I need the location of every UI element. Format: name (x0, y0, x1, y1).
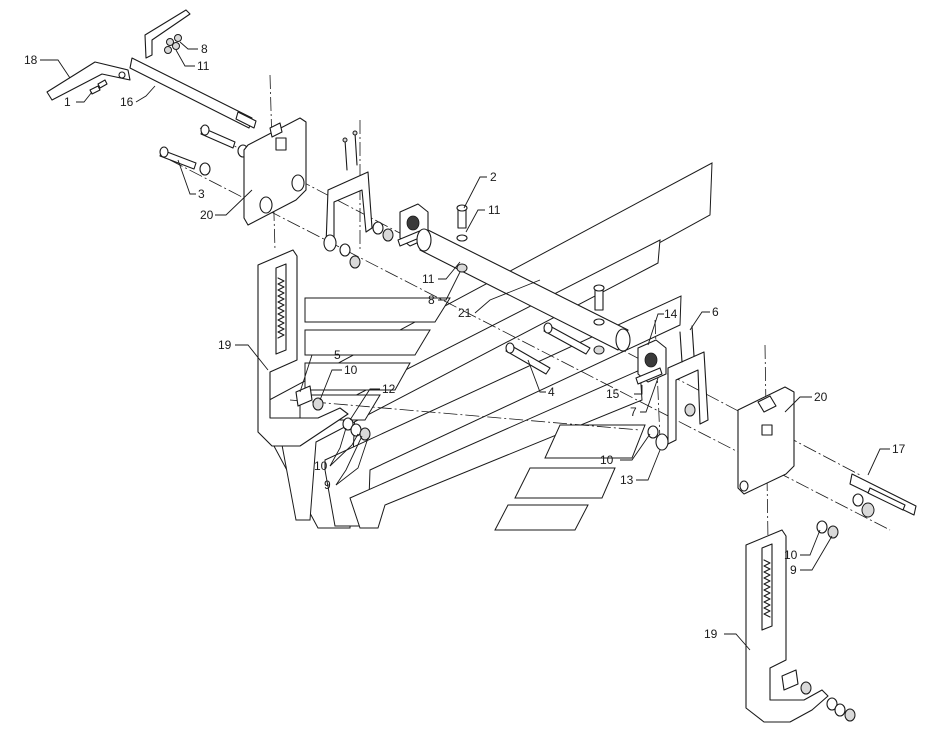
long-bolt-upper (543, 322, 591, 355)
callout-8-lower: 8 (428, 293, 435, 307)
left-u-bracket (323, 130, 394, 269)
part-2-bolt (456, 204, 468, 273)
callout-5: 5 (334, 348, 341, 362)
callout-7: 7 (630, 405, 637, 419)
callout-11-lower: 11 (422, 272, 435, 286)
callout-1: 1 (64, 95, 71, 109)
right-washers-nuts (816, 520, 839, 539)
callout-9-right: 9 (790, 563, 797, 577)
callout-11: 11 (197, 59, 210, 73)
part-16-rod (129, 57, 257, 129)
callout-4: 4 (548, 385, 555, 399)
callout-2: 2 (490, 170, 497, 184)
callout-3: 3 (198, 187, 205, 201)
callout-16: 16 (120, 95, 134, 109)
callout-19-left: 19 (218, 338, 232, 352)
tube-bolt-right (593, 284, 605, 355)
callout-12: 12 (382, 382, 396, 396)
part-17-rod (849, 473, 917, 518)
part-19-left-arm (257, 249, 349, 447)
upper-nuts (164, 34, 182, 54)
upper-clamp (397, 203, 429, 247)
right-u-bracket (647, 325, 709, 451)
callout-6: 6 (712, 305, 719, 319)
callout-10-right: 10 (784, 548, 798, 562)
part-3-bolt (159, 146, 211, 176)
part-20-right-plate (737, 386, 795, 495)
part-20-left-plate (243, 117, 307, 226)
part-1-bolts (89, 79, 108, 95)
callout-9-left: 9 (324, 478, 331, 492)
upper-bolt (200, 124, 249, 158)
callout-20-right: 20 (814, 390, 828, 404)
callout-11-tube: 11 (488, 203, 501, 217)
part-14-clamp (635, 339, 667, 385)
callout-14: 14 (664, 307, 678, 321)
callout-10-left: 10 (314, 459, 328, 473)
part-18-lever (46, 61, 131, 101)
left-washers-nuts (342, 417, 371, 441)
callout-17: 17 (892, 442, 906, 456)
part-4-bolt (505, 342, 551, 375)
part-21-tube (416, 228, 631, 352)
callout-labels: 18 8 11 1 16 3 20 2 11 11 8 21 19 5 10 1… (24, 42, 906, 641)
callout-10-mid: 10 (600, 453, 614, 467)
callout-19-right: 19 (704, 627, 718, 641)
callout-10-upper: 10 (344, 363, 358, 377)
upper-hook (144, 9, 191, 59)
callout-20-left: 20 (200, 208, 214, 222)
part-19-right-arm (745, 529, 856, 723)
callout-8: 8 (201, 42, 208, 56)
callout-15: 15 (606, 387, 620, 401)
callout-18: 18 (24, 53, 38, 67)
leader-lines (40, 41, 890, 651)
callout-13: 13 (620, 473, 634, 487)
callout-21: 21 (458, 306, 472, 320)
